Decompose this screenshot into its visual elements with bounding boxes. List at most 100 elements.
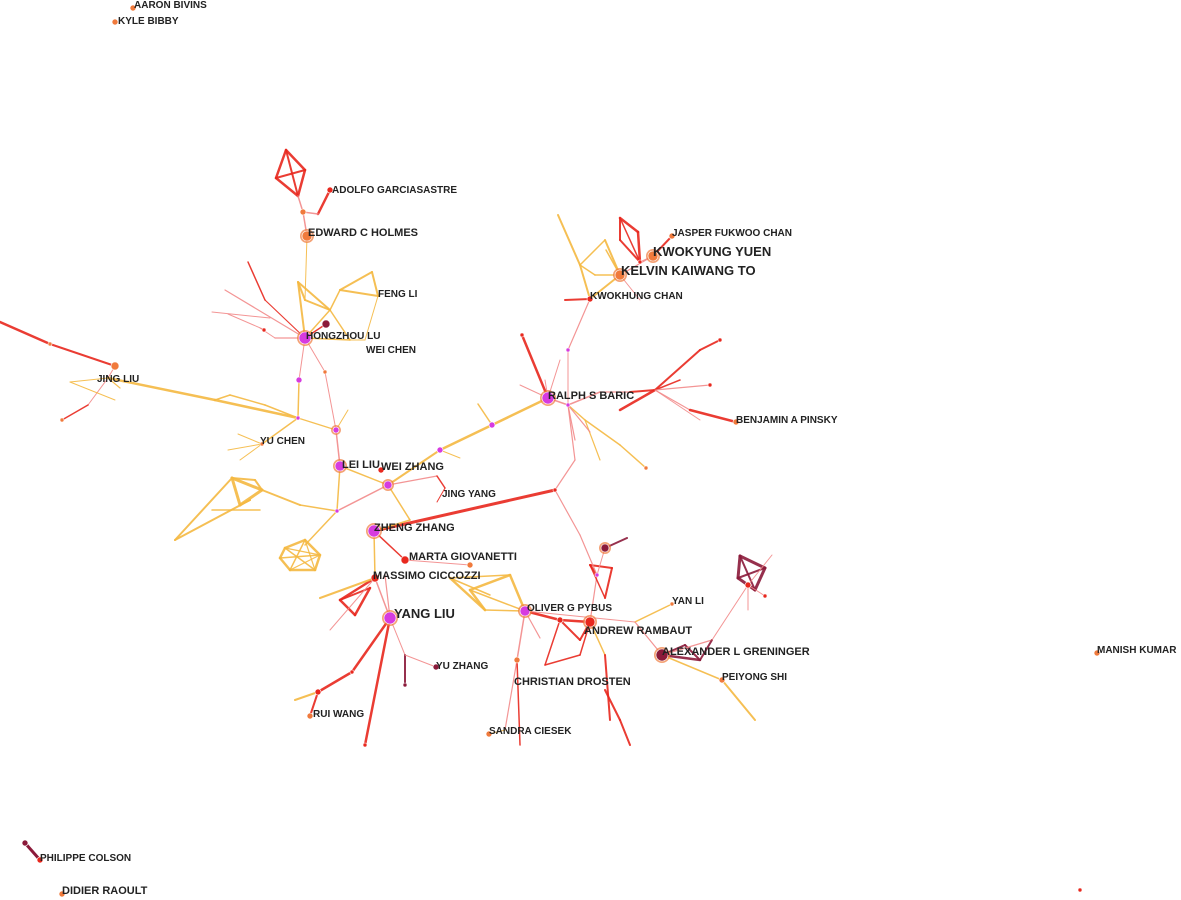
network-node[interactable] [643,465,649,471]
network-node[interactable] [349,669,355,675]
network-node[interactable] [637,259,643,265]
label-yan-li[interactable]: YAN LI [672,596,704,607]
network-node[interactable] [1077,887,1083,893]
network-node[interactable] [47,341,53,347]
network-node[interactable] [334,460,346,472]
network-node[interactable] [58,890,66,898]
network-node[interactable] [377,466,385,474]
label-adolfo-garciasastre[interactable]: ADOLFO GARCIASASTRE [332,185,457,196]
label-benjamin-a-pinsky[interactable]: BENJAMIN A PINSKY [736,415,838,426]
label-sandra-ciesek[interactable]: SANDRA CIESEK [489,726,572,737]
label-christian-drosten[interactable]: CHRISTIAN DROSTEN [514,676,631,688]
network-node[interactable] [129,4,137,12]
network-node[interactable] [584,616,596,628]
label-didier-raoult[interactable]: DIDIER RAOULT [62,885,148,897]
network-node[interactable] [370,573,380,583]
network-node[interactable] [383,611,397,625]
network-node[interactable] [488,421,496,429]
label-edward-c-holmes[interactable]: EDWARD C HOLMES [308,227,418,239]
label-jasper-fukwoo-chan[interactable]: JASPER FUKWOO CHAN [672,228,792,239]
label-manish-kumar[interactable]: MANISH KUMAR [1097,645,1177,656]
network-node[interactable] [717,337,723,343]
network-node[interactable] [432,663,440,671]
label-rui-wang[interactable]: RUI WANG [313,709,364,720]
label-wei-zhang[interactable]: WEI ZHANG [381,461,444,473]
label-marta-giovanetti[interactable]: MARTA GIOVANETTI [409,551,517,563]
network-node[interactable] [519,605,531,617]
network-node[interactable] [436,446,444,454]
network-node[interactable] [21,839,29,847]
label-yu-chen[interactable]: YU CHEN [260,436,305,447]
label-hongzhou-lu[interactable]: HONGZHOU LU [306,331,380,342]
label-peiyong-shi[interactable]: PEIYONG SHI [722,672,787,683]
network-node[interactable] [332,426,340,434]
network-node[interactable] [322,369,328,375]
label-jing-yang[interactable]: JING YANG [442,489,496,500]
network-node[interactable] [762,593,768,599]
network-node[interactable] [367,524,381,538]
label-philippe-colson[interactable]: PHILIPPE COLSON [40,853,131,864]
label-kwokhung-chan[interactable]: KWOKHUNG CHAN [590,291,683,302]
label-alexander-l-greninger[interactable]: ALEXANDER L GRENINGER [662,646,810,658]
label-zheng-zhang[interactable]: ZHENG ZHANG [374,522,455,534]
label-yang-liu[interactable]: YANG LIU [394,606,455,621]
label-lei-liu[interactable]: LEI LIU [342,459,380,471]
network-node[interactable] [298,331,312,345]
network-edge [363,616,392,747]
network-node[interactable] [314,688,322,696]
label-kyle-bibby[interactable]: KYLE BIBBY [118,16,179,27]
network-node[interactable] [556,616,564,624]
network-node[interactable] [110,361,120,371]
network-node[interactable] [326,186,334,194]
label-oliver-g-pybus[interactable]: OLIVER G PYBUS [527,603,612,614]
network-node[interactable] [565,402,571,408]
network-node[interactable] [655,648,669,662]
label-feng-li[interactable]: FENG LI [378,289,418,300]
network-node[interactable] [334,508,340,514]
network-node[interactable] [565,347,571,353]
network-node[interactable] [594,572,600,578]
network-node[interactable] [744,581,752,589]
label-yu-zhang[interactable]: YU ZHANG [436,661,488,672]
label-wei-chen[interactable]: WEI CHEN [366,345,416,356]
network-node[interactable] [36,856,44,864]
network-node[interactable] [466,561,474,569]
network-node[interactable] [614,269,626,281]
network-node[interactable] [321,319,331,329]
network-node[interactable] [261,327,267,333]
label-ralph-s-baric[interactable]: RALPH S BARIC [548,390,634,402]
network-node[interactable] [111,18,119,26]
network-node[interactable] [586,295,594,303]
network-node[interactable] [402,682,408,688]
label-massimo-ciccozzi[interactable]: MASSIMO CICCOZZI [373,570,481,582]
network-node[interactable] [600,543,610,553]
network-node[interactable] [668,232,676,240]
network-node[interactable] [669,601,675,607]
network-node[interactable] [400,555,410,565]
network-node[interactable] [295,376,303,384]
network-node[interactable] [707,382,713,388]
network-node[interactable] [259,441,265,447]
network-node[interactable] [1093,649,1101,657]
network-node[interactable] [732,418,740,426]
network-node[interactable] [718,676,726,684]
network-node[interactable] [485,730,493,738]
label-andrew-rambaut[interactable]: ANDREW RAMBAUT [584,625,692,637]
network-node[interactable] [647,250,659,262]
network-node[interactable] [306,712,314,720]
network-node[interactable] [362,742,368,748]
network-node[interactable] [299,208,307,216]
network-node[interactable] [59,417,65,423]
label-jing-liu[interactable]: JING LIU [97,374,139,385]
network-node[interactable] [513,656,521,664]
label-aaron-bivins[interactable]: AARON BIVINS [134,0,207,11]
network-node[interactable] [552,487,558,493]
network-node[interactable] [383,480,393,490]
label-kelvin-kaiwang-to[interactable]: KELVIN KAIWANG TO [621,263,756,278]
network-node[interactable] [541,391,555,405]
network-node[interactable] [295,415,301,421]
label-kwokyung-yuen[interactable]: KWOKYUNG YUEN [653,244,771,259]
network-edge [227,313,266,331]
network-node[interactable] [301,230,313,242]
network-node[interactable] [519,332,525,338]
